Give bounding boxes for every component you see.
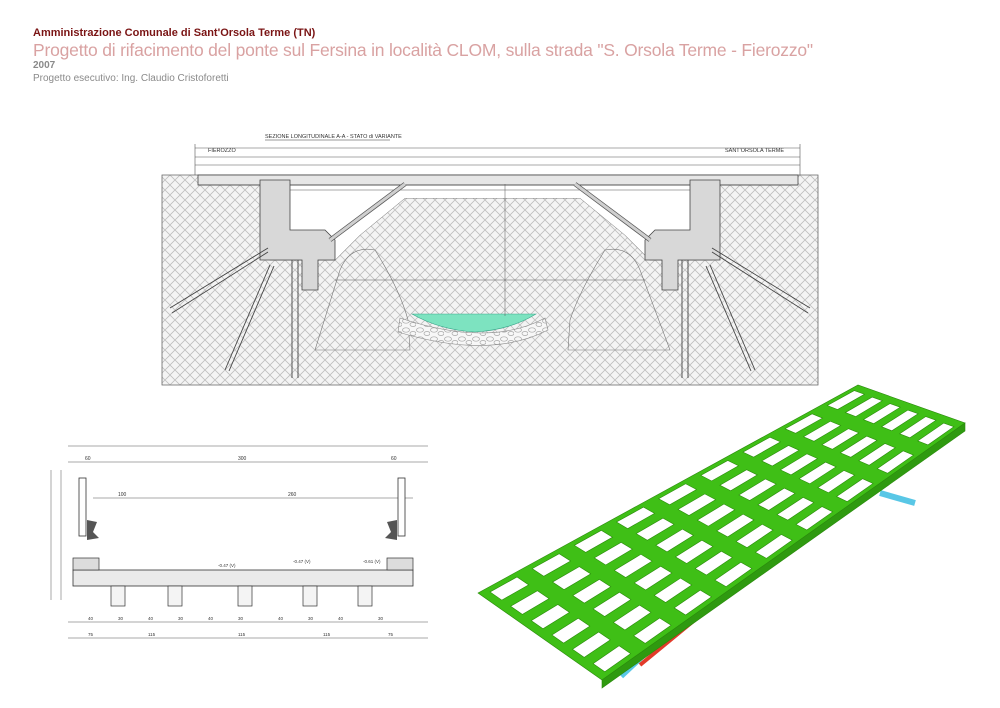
grillage-opening [880, 409, 919, 432]
grillage-opening [613, 553, 653, 578]
grillage-opening [757, 487, 796, 511]
grillage-opening [742, 436, 782, 458]
dim-r1-3: 30 [178, 616, 184, 621]
abutment-right [644, 179, 721, 291]
riverbank-left [314, 248, 411, 351]
grillage-opening [754, 534, 793, 559]
grillage-opening [844, 396, 884, 417]
dim-r1-7: 30 [308, 616, 314, 621]
dim-r1-9: 30 [378, 616, 384, 621]
grillage-opening [795, 506, 834, 531]
dim-r2-0: 75 [88, 632, 94, 637]
grillage-opening [612, 604, 652, 631]
dim-r1-6: 40 [278, 616, 284, 621]
cross-deck-slab [72, 569, 414, 587]
grillage-opening [802, 420, 842, 442]
level-label-3: -0.61 (V) [363, 559, 381, 564]
grillage-opening [694, 550, 733, 576]
dim-r2-1: 115 [148, 632, 156, 637]
dim-r1-0: 40 [88, 616, 94, 621]
structural-3d-model [477, 384, 966, 689]
level-label-2: -0.47 (V) [293, 559, 311, 564]
grillage-opening [876, 450, 915, 474]
dim-r1-8: 40 [338, 616, 344, 621]
grillage-opening [489, 576, 530, 601]
stone-bed [397, 317, 549, 346]
project-credits: Progetto esecutivo: Ing. Claudio Cristof… [33, 73, 229, 84]
grillage-opening [531, 553, 572, 577]
grillage-opening [719, 469, 758, 492]
dim-r2-4: 75 [388, 632, 394, 637]
grillage-opening [551, 617, 591, 644]
grillage-opening [655, 528, 695, 553]
grillage-opening [839, 435, 878, 458]
inner-dim-left: 100 [118, 492, 127, 498]
water-surface [410, 313, 538, 333]
section-title: SEZIONE LONGITUDINALE A-A - STATO di VAR… [265, 134, 402, 140]
grillage-opening [510, 590, 550, 615]
grillage-opening [821, 428, 860, 450]
dim-r2-3: 115 [323, 632, 331, 637]
abutment-left [259, 179, 336, 291]
grillage-opening [738, 478, 777, 501]
grillage-opening [572, 579, 612, 604]
grillage-opening [633, 617, 672, 644]
grillage-opening [530, 604, 570, 630]
dim-r1-5: 30 [238, 616, 244, 621]
grillage-opening [674, 539, 714, 564]
grillage-opening [633, 565, 673, 591]
grillage-opening [653, 577, 693, 603]
grillage-opening [615, 506, 656, 529]
grillage-opening [551, 566, 592, 591]
grillage-opening [658, 483, 698, 506]
inner-dim-right: 260 [288, 492, 297, 498]
grillage-opening [862, 403, 901, 424]
grillage-opening [817, 470, 856, 494]
grillage-opening [700, 460, 740, 482]
grillage-opening [779, 453, 819, 476]
grillage-opening [798, 461, 837, 485]
grillage-opening [776, 497, 815, 521]
right-end-label: SANT'ORSOLA TERME [725, 148, 784, 154]
grillage-edge [601, 422, 966, 689]
grillage-opening [593, 541, 633, 566]
left-end-label: FIEROZZO [208, 148, 237, 154]
grillage-opening [917, 422, 955, 446]
level-label-1: -0.47 (V) [218, 563, 236, 568]
grillage-opening [716, 513, 755, 538]
cross-section-drawing: 60 300 60 100 260 -0.47 (V) -0.47 (V) -0… [50, 445, 428, 639]
grillage-opening [899, 416, 937, 439]
organization-name: Amministrazione Comunale di Sant'Orsola … [33, 27, 316, 39]
grillage-opening [677, 493, 717, 516]
top-dim-right: 60 [391, 456, 397, 462]
grillage-opening [696, 503, 736, 527]
grillage-opening [735, 523, 774, 548]
grillage-opening [858, 443, 896, 466]
top-dim-center: 300 [238, 456, 247, 462]
model-grillage [477, 384, 966, 689]
project-year: 2007 [33, 60, 56, 71]
grillage-opening [592, 645, 632, 673]
dim-r1-1: 30 [118, 616, 124, 621]
side-strut [879, 490, 916, 506]
dim-r1-2: 40 [148, 616, 154, 621]
grillage-opening [835, 478, 874, 502]
grillage-opening [761, 445, 800, 467]
grillage-opening [592, 591, 632, 617]
grillage-opening [784, 413, 824, 434]
grillage-opening [673, 589, 713, 616]
grillage-opening [826, 390, 866, 410]
longitudinal-section-drawing: SEZIONE LONGITUDINALE A-A - STATO di VAR… [161, 134, 819, 386]
dim-r1-4: 40 [208, 616, 214, 621]
grillage-opening [635, 517, 675, 541]
riverbank-right [567, 248, 671, 351]
grillage-opening [573, 530, 614, 553]
project-title: Progetto di rifacimento del ponte sul Fe… [33, 40, 813, 60]
dim-r2-2: 115 [238, 632, 246, 637]
top-dim-left: 60 [85, 456, 91, 462]
grillage-opening [571, 631, 611, 658]
grillage-opening [714, 561, 753, 588]
header: Amministrazione Comunale di Sant'Orsola … [33, 27, 973, 85]
